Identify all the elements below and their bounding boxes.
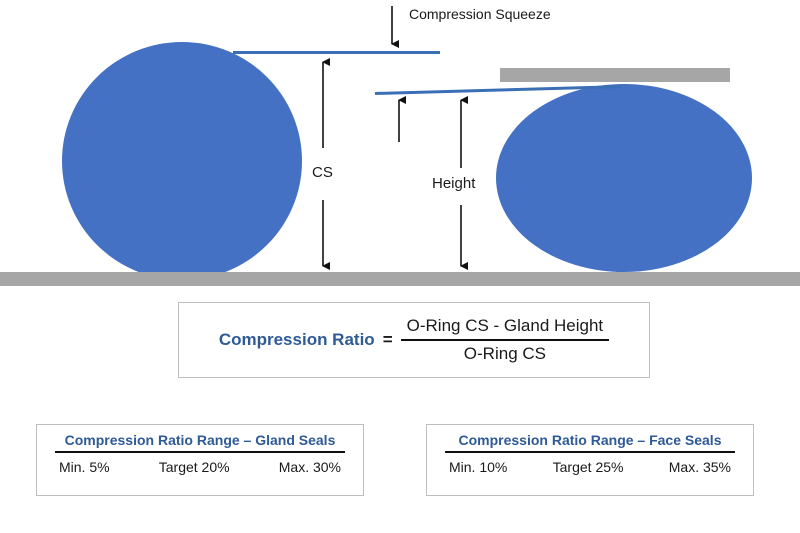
range-values-gland: Min. 5% Target 20% Max. 30% [51,459,349,475]
formula-left-hand-side: Compression Ratio [218,330,375,349]
range-rule-gland [55,451,345,453]
o-ring-uncompressed [62,42,302,280]
gland-plate [500,68,730,82]
compression-squeeze-label: Compression Squeeze [409,6,551,22]
range-max-face: Max. 35% [668,459,731,475]
compression-ratio-range-face-seals: Compression Ratio Range – Face Seals Min… [426,424,754,496]
formula-equals-sign: = [382,330,393,349]
range-title-face: Compression Ratio Range – Face Seals [458,432,722,448]
formula-fraction: O-Ring CS - Gland Height O-Ring CS [400,316,610,364]
o-ring-compressed [496,84,752,272]
range-target-gland: Target 20% [158,459,230,475]
substrate-bar [0,272,800,286]
formula-denominator: O-Ring CS [463,344,546,363]
range-min-gland: Min. 5% [59,459,110,475]
height-label: Height [432,175,476,192]
uncompressed-top-line [233,51,440,54]
compression-ratio-formula-box: Compression Ratio = O-Ring CS - Gland He… [178,302,650,378]
range-min-face: Min. 10% [449,459,508,475]
compression-ratio-range-gland-seals: Compression Ratio Range – Gland Seals Mi… [36,424,364,496]
cs-label: CS [312,164,333,181]
range-target-face: Target 25% [552,459,624,475]
range-values-face: Min. 10% Target 25% Max. 35% [441,459,739,475]
range-max-gland: Max. 30% [278,459,341,475]
range-rule-face [445,451,735,453]
formula-fraction-bar [400,339,610,341]
range-title-gland: Compression Ratio Range – Gland Seals [64,432,336,448]
formula-numerator: O-Ring CS - Gland Height [406,316,604,335]
